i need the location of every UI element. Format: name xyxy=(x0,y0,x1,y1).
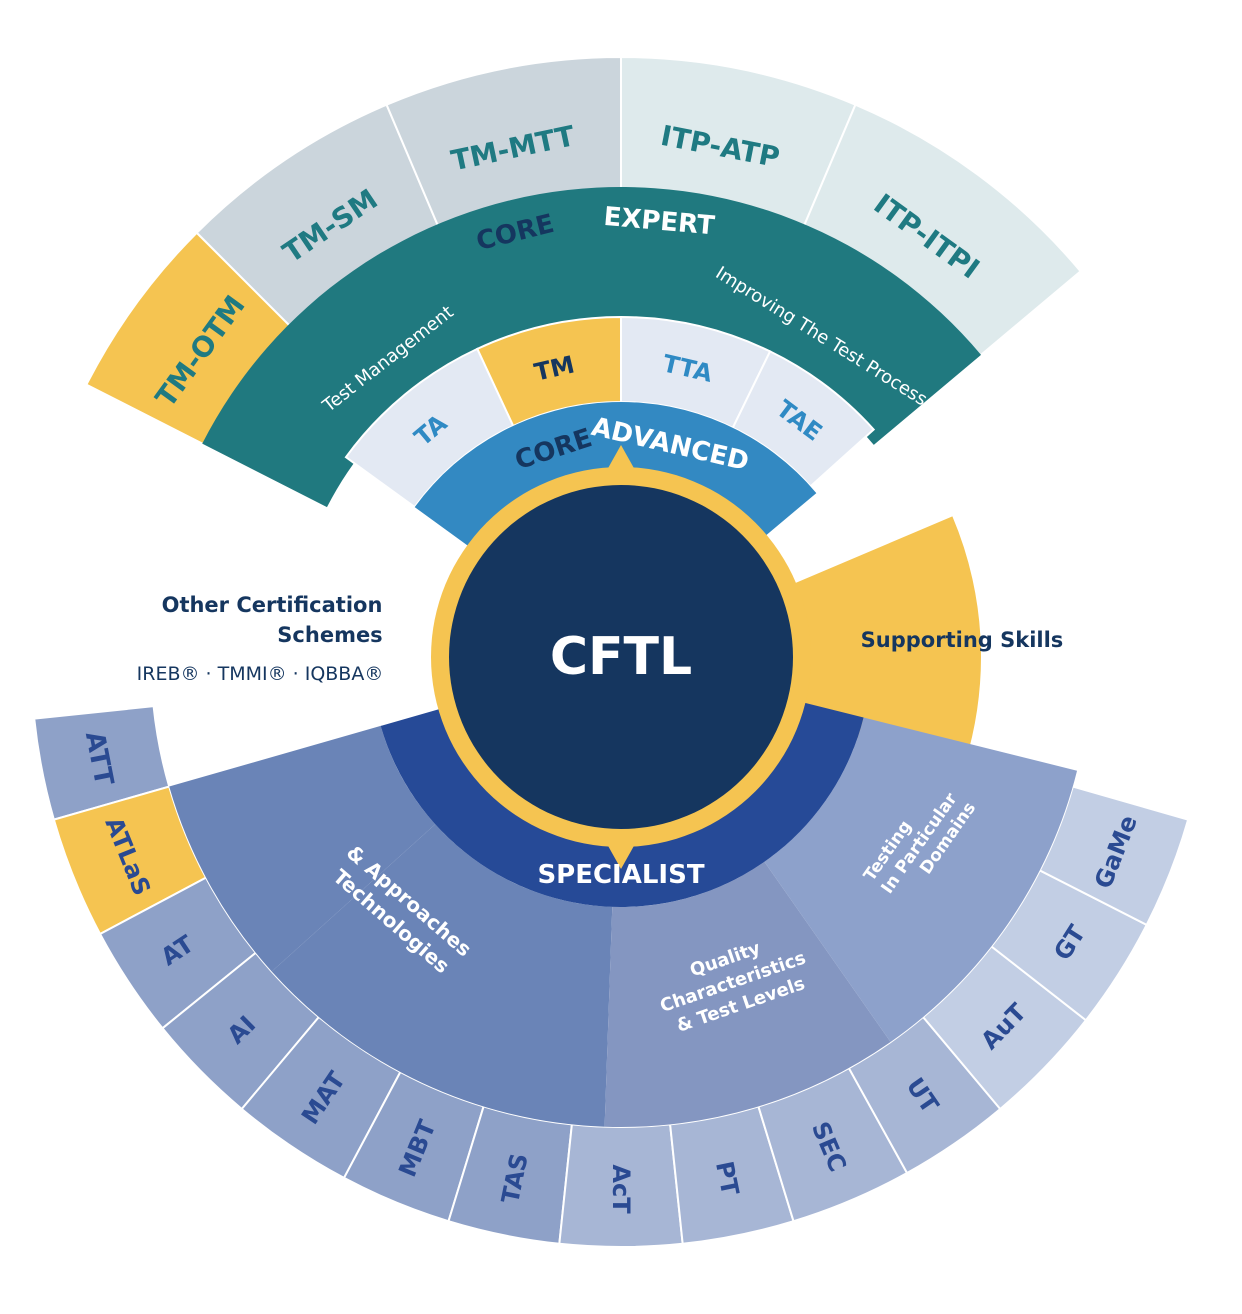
specialist-band xyxy=(380,701,864,908)
supporting-skills-label: Supporting Skills xyxy=(861,628,1064,652)
center-title: CFTL xyxy=(550,627,692,687)
ring-notch-top xyxy=(607,445,635,470)
core-expert-band xyxy=(202,186,982,508)
other-schemes-line3: IREB® · TMMI® · IQBBA® xyxy=(137,663,384,685)
module-att-block xyxy=(33,705,171,821)
core-advanced-band xyxy=(414,402,817,549)
module-quality-1: PT xyxy=(710,1159,744,1198)
specialist-label: SPECIALIST xyxy=(537,860,704,890)
ring-notch-bottom xyxy=(607,844,635,869)
specialist-domain-area xyxy=(764,717,1078,1043)
specialist-quality-area xyxy=(604,861,891,1128)
module-quality-0: AcT xyxy=(607,1164,635,1214)
center-circle xyxy=(449,485,793,829)
specialist-tech-area xyxy=(169,725,436,972)
other-schemes-line2: Schemes xyxy=(277,623,382,647)
other-schemes-line1: Other Certification xyxy=(162,593,383,617)
wheel-segments xyxy=(33,55,1190,1248)
supporting-skills-block xyxy=(791,516,981,775)
specialist-tech-area-2 xyxy=(271,824,613,1127)
